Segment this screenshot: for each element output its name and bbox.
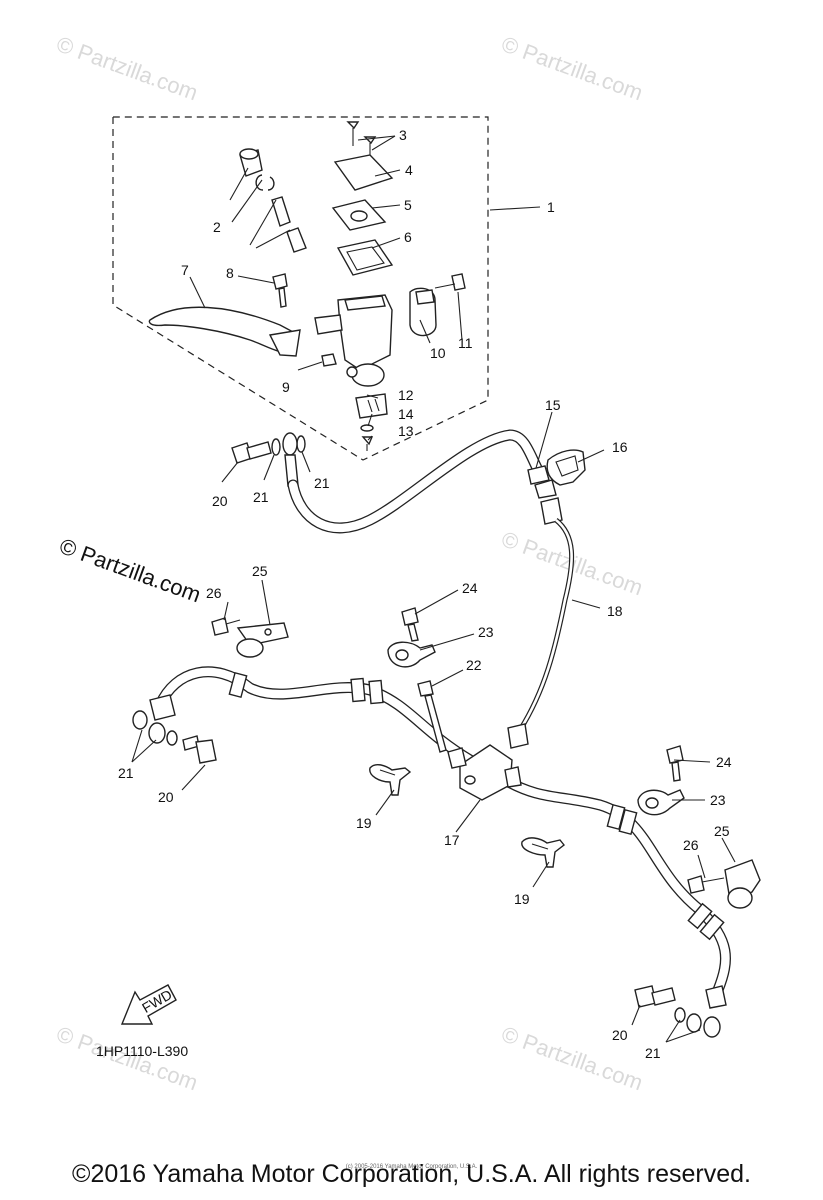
callout-14: 14 (398, 406, 414, 422)
master-cylinder-body (314, 294, 393, 387)
diaphragm (336, 239, 394, 276)
brake-hose-lower-right (499, 774, 731, 996)
copyright-notice: ©2016 Yamaha Motor Corporation, U.S.A. A… (72, 1160, 751, 1188)
switch-screw (361, 436, 374, 451)
callout-1: 1 (547, 199, 555, 215)
hose-sleeve (350, 677, 366, 703)
callout-13: 13 (398, 423, 414, 439)
callout-8: 8 (226, 265, 234, 281)
diaphragm-plate (331, 199, 387, 231)
callout-9: 9 (282, 379, 290, 395)
assembly-boundary (112, 116, 489, 461)
callout-25a: 25 (252, 563, 268, 579)
pivot-bolt (272, 273, 288, 308)
banjo-fitting-upper (282, 432, 299, 487)
callout-23a: 23 (478, 624, 494, 640)
brake-hose-upper (287, 429, 544, 534)
hose-joint (527, 465, 563, 525)
watermark: © Partzilla.com (53, 31, 201, 105)
hose-clamp-upper (387, 641, 436, 668)
hose-sleeve (368, 679, 384, 705)
clamp-bolt-right (666, 745, 684, 782)
leader-lines (131, 135, 736, 1043)
handlebar-holder (409, 287, 437, 337)
callout-7: 7 (181, 262, 189, 278)
copper-washer (271, 438, 281, 456)
copper-washer (686, 1013, 702, 1033)
callout-19a: 19 (356, 815, 372, 831)
callout-6: 6 (404, 229, 412, 245)
nut (321, 353, 337, 367)
small-copyright: (c) 2005-2016 Yamaha Motor Corporation, … (345, 1164, 478, 1170)
cover-screws (346, 121, 377, 160)
banjo-fitting-left (148, 694, 176, 744)
callout-21d: 21 (645, 1045, 661, 1061)
brake-pipe (507, 518, 575, 749)
hose-holder-left (369, 763, 412, 796)
guide-bolt-right (687, 875, 725, 894)
callout-20c: 20 (612, 1027, 628, 1043)
guide-bolt-left (211, 617, 241, 636)
callout-18: 18 (607, 603, 623, 619)
brake-hose-lower-left (154, 666, 476, 766)
callout-24a: 24 (462, 580, 478, 596)
copper-washer (132, 710, 148, 730)
callout-10: 10 (430, 345, 446, 361)
brake-switch (355, 393, 388, 419)
callout-numbers: 1 2 3 4 5 6 7 8 9 10 11 12 14 13 15 16 1… (118, 127, 732, 1061)
banjo-fitting-right (703, 985, 727, 1038)
holder-bolt (434, 273, 466, 291)
callout-4: 4 (405, 162, 413, 178)
copper-washer (296, 435, 306, 453)
callout-12: 12 (398, 387, 414, 403)
hose-sleeve (687, 902, 713, 930)
copper-washer (166, 730, 178, 746)
piston-kit (239, 148, 307, 253)
callout-22: 22 (466, 657, 482, 673)
callout-21b: 21 (314, 475, 330, 491)
hose-sleeve (699, 913, 725, 941)
clamp-bolt-upper (401, 607, 419, 642)
callout-21c: 21 (118, 765, 134, 781)
hose-sleeve (606, 803, 626, 831)
diagram-code: 1HP1110-L390 (96, 1043, 188, 1059)
callout-15: 15 (545, 397, 561, 413)
callout-20b: 20 (158, 789, 174, 805)
callout-21a: 21 (253, 489, 269, 505)
watermark-dark: © Partzilla.com (56, 533, 204, 607)
hose-guide-left (236, 622, 289, 658)
callout-25b: 25 (714, 823, 730, 839)
callout-2: 2 (213, 219, 221, 235)
forward-arrow-icon: FWD (120, 984, 177, 1025)
union-bolt-left (182, 735, 217, 764)
callout-26b: 26 (683, 837, 699, 853)
callout-23b: 23 (710, 792, 726, 808)
hose-sleeve (618, 808, 638, 836)
hose-holder-right (521, 837, 565, 868)
hose-guide-right (724, 859, 761, 909)
three-way-joint (447, 744, 522, 801)
callout-11: 11 (458, 335, 473, 351)
switch-washer (360, 424, 374, 432)
reservoir-cap (333, 154, 394, 191)
callout-20a: 20 (212, 493, 228, 509)
callout-3: 3 (399, 127, 407, 143)
callout-17: 17 (444, 832, 460, 848)
hose-clip (546, 449, 586, 486)
callout-26a: 26 (206, 585, 222, 601)
watermark: © Partzilla.com (498, 31, 646, 105)
hose-sleeve (228, 671, 248, 699)
hose-clamp-right (637, 789, 685, 816)
callout-5: 5 (404, 197, 412, 213)
union-bolt-right (634, 985, 676, 1008)
callout-19b: 19 (514, 891, 530, 907)
union-bolt-upper (231, 441, 272, 464)
callout-24b: 24 (716, 754, 732, 770)
copper-washer (674, 1007, 686, 1023)
brake-lever (148, 306, 301, 357)
joint-bolt (417, 680, 447, 753)
callout-16: 16 (612, 439, 628, 455)
